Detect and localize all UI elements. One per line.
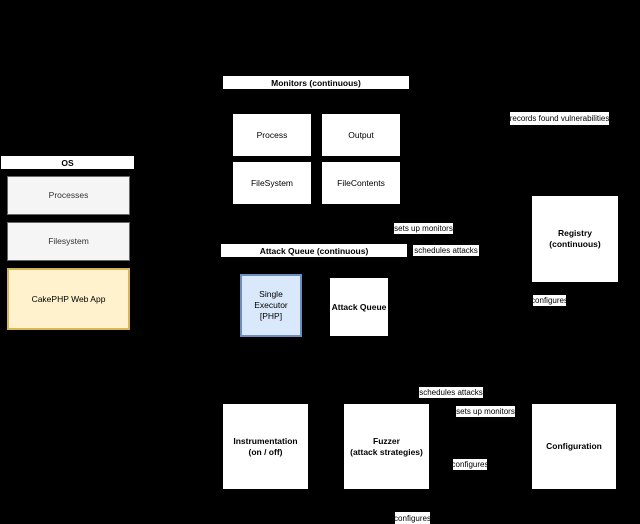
registry-label-line1: Registry (557, 228, 592, 238)
edge-label-records-found-vulnerabilities: records found vulnerabilities (509, 112, 610, 125)
filecontents-monitor-box: FileContents (321, 161, 401, 205)
edge-label-sets-up-monitors-bottom: sets up monitors (456, 406, 515, 417)
output-monitor-box: Output (321, 113, 401, 157)
attack-queue-box: Attack Queue (329, 277, 389, 337)
filesystem-box: Filesystem (7, 222, 130, 261)
edge-label-configures-registry: configures (531, 295, 568, 306)
single-executor-box: Single Executor [PHP] (240, 274, 302, 337)
fuzzer-box: Fuzzer (attack strategies) (343, 403, 430, 490)
fuzzer-label-line2: (attack strategies) (350, 446, 423, 457)
instrumentation-label-line1: Instrumentation (233, 435, 298, 446)
edge-label-schedules-attacks-bottom: schedules attacks (419, 387, 483, 398)
instrumentation-label-line2: (on / off) (248, 446, 283, 457)
monitors-header-bar: Monitors (continuous) (222, 75, 410, 90)
instrumentation-box: Instrumentation (on / off) (222, 403, 309, 490)
cakephp-web-app-box: CakePHP Web App (7, 268, 130, 330)
configuration-box: Configuration (531, 403, 617, 490)
single-executor-label-line2: [PHP] (259, 311, 283, 321)
single-executor-label-line1: Single Executor (254, 289, 288, 310)
filesystem-monitor-box: FileSystem (232, 161, 312, 205)
os-header-bar: OS (0, 155, 135, 170)
processes-box: Processes (7, 176, 130, 215)
edge-label-configures-bottom: configures (394, 512, 431, 524)
fuzzer-label-line1: Fuzzer (373, 435, 400, 446)
edge-label-schedules-attacks-top: schedules attacks (413, 245, 479, 256)
registry-label-line2: (continuous) (549, 239, 601, 249)
registry-box: Registry (continuous) (531, 195, 619, 283)
edge-label-configures-middle: configures (451, 459, 489, 470)
process-monitor-box: Process (232, 113, 312, 157)
attack-queue-header-bar: Attack Queue (continuous) (220, 243, 408, 258)
edge-label-sets-up-monitors-top: sets up monitors (394, 223, 453, 234)
